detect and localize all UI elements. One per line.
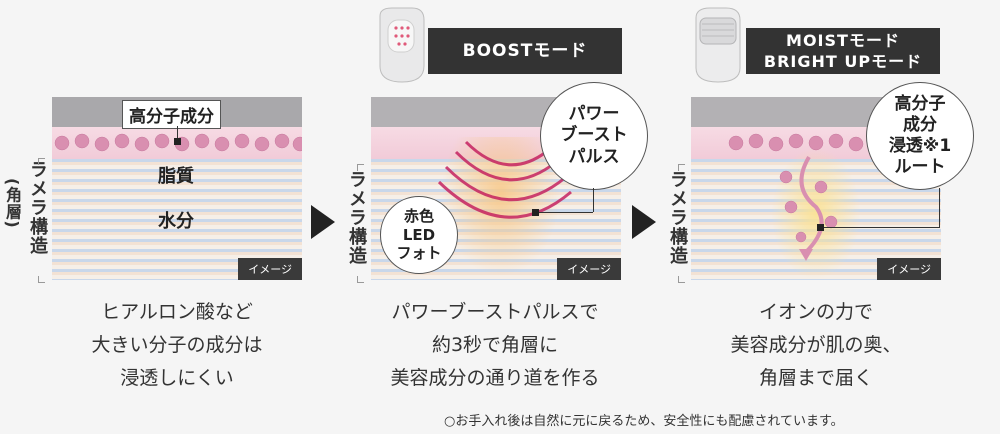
route-pointer-dot <box>817 224 824 231</box>
label-pointer <box>177 126 178 140</box>
vertical-label-main-3: ラメラ構造 <box>667 170 688 265</box>
vertical-label-main-2: ラメラ構造 <box>346 170 367 265</box>
footnote: ○お手入れ後は自然に元に戻るため、安全性にも配慮されています。 <box>444 414 844 429</box>
circle-power-boost-pulse: パワーブーストパルス <box>540 82 648 190</box>
bracket-top-3 <box>678 164 685 171</box>
caption-1: ヒアルロン酸など 大きい分子の成分は 浸透しにくい <box>91 301 263 389</box>
image-tag: イメージ <box>238 258 302 280</box>
panel-skin-3: イメージ <box>691 97 941 280</box>
label-pointer-dot <box>174 138 181 145</box>
water-label: 水分 <box>158 211 194 232</box>
bracket-bottom-2 <box>357 276 364 283</box>
mode-boost: BOOSTモード <box>428 28 622 74</box>
image-tag: イメージ <box>877 258 941 280</box>
arrow-right-2 <box>632 205 656 239</box>
pulse-waves <box>437 140 572 219</box>
route-pointer-vert <box>939 188 940 228</box>
molecule-route <box>728 133 864 261</box>
caption-3: イオンの力で 美容成分が肌の奥、 角層まで届く <box>730 301 902 389</box>
mode-moist-label: MOISTモード <box>786 31 900 50</box>
pulse-pointer-vert <box>593 188 594 212</box>
bracket-top <box>38 158 45 165</box>
led-glow <box>441 137 561 277</box>
route-pointer-line <box>822 227 939 228</box>
molecule-label: 高分子成分 <box>122 100 221 129</box>
vertical-label-main: ラメラ構造 <box>27 160 48 255</box>
mode-moist-bright: MOISTモード BRIGHT UPモード <box>746 28 940 74</box>
pulse-pointer-dot <box>532 209 539 216</box>
arrow-right-1 <box>311 205 335 239</box>
bracket-bottom <box>38 276 45 283</box>
device-head-led-icon <box>379 7 425 83</box>
pulse-pointer-line <box>537 212 593 213</box>
vertical-label-sub: (角層) <box>3 178 22 229</box>
image-tag: イメージ <box>557 258 621 280</box>
bracket-top-2 <box>357 164 364 171</box>
bracket-bottom-3 <box>678 276 685 283</box>
mode-bright-label: BRIGHT UPモード <box>763 52 923 71</box>
lipid-label: 脂質 <box>158 166 194 187</box>
device-head-moist-icon <box>695 7 741 83</box>
route-glow <box>771 147 861 280</box>
caption-2: パワーブーストパルスで 約3秒で角層に 美容成分の通り道を作る <box>390 301 600 389</box>
